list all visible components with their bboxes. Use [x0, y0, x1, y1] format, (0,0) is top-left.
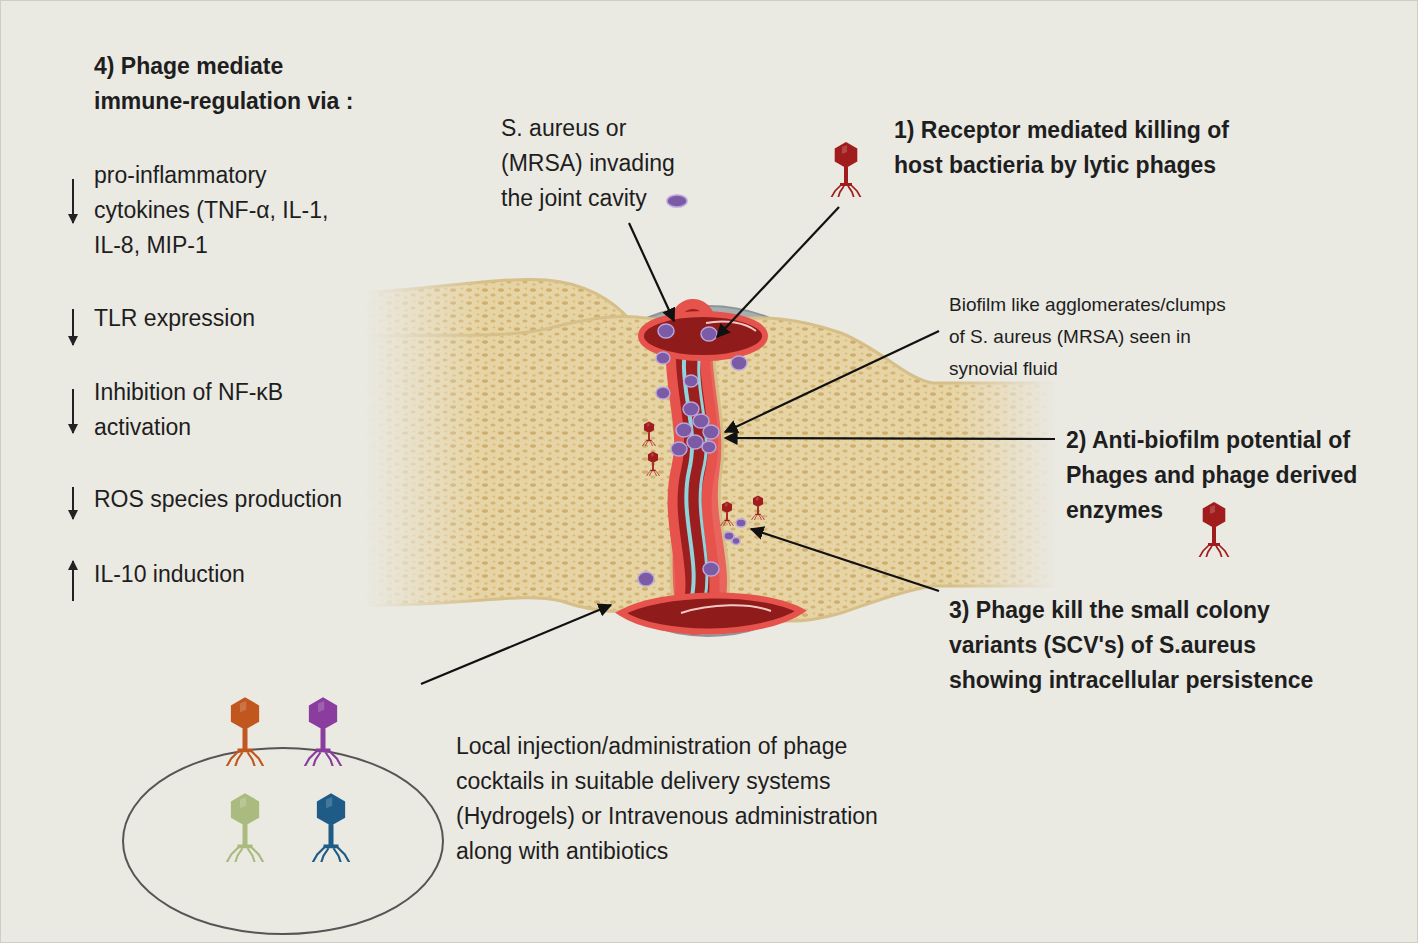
- illustration-part: [687, 435, 703, 449]
- illustration-part: [683, 402, 699, 416]
- annotation-text: S. aureus or (MRSA) invading the joint c…: [501, 111, 696, 216]
- illustration-part: [72, 179, 74, 223]
- annotation-text: pro-inflammatory cytokines (TNF-α, IL-1,…: [94, 158, 354, 263]
- cocktail-ellipse: [123, 748, 443, 934]
- illustration-part: [725, 438, 1055, 439]
- illustration-part: [676, 423, 692, 437]
- illustration-part: [72, 389, 74, 433]
- illustration-part: [658, 324, 674, 338]
- illustration-part: [421, 605, 611, 684]
- annotation-text: TLR expression: [94, 301, 394, 336]
- lytic-phage: [720, 501, 733, 526]
- cartilage-streak: [684, 331, 694, 601]
- cocktail-phage: [312, 793, 350, 863]
- illustration-part: [725, 331, 939, 432]
- callout-heading: 4) Phage mediate immune-regulation via :: [94, 49, 359, 119]
- illustration-part: [703, 562, 719, 576]
- illustration-part: [656, 387, 670, 399]
- cocktail-phage: [226, 793, 264, 863]
- lytic-phage: [831, 142, 861, 198]
- cartilage-streak: [699, 336, 707, 599]
- left-bone: [361, 280, 679, 612]
- illustration-part: [72, 309, 74, 345]
- regulation-arrows: [72, 179, 74, 601]
- annotation-text: ROS species production: [94, 482, 394, 517]
- lower-recess: [621, 595, 801, 631]
- illustration-part: [731, 356, 747, 370]
- illustration-part: [702, 441, 716, 453]
- annotation-text: Inhibition of NF-κB activation: [94, 375, 334, 445]
- lytic-phage: [646, 451, 659, 476]
- bacteria: [638, 195, 747, 586]
- illustration-part: [72, 487, 74, 519]
- illustration-part: [703, 425, 719, 439]
- callout-heading: 2) Anti-biofilm potential of Phages and …: [1066, 423, 1396, 528]
- lytic-phage: [1199, 502, 1229, 558]
- lytic-phage: [642, 421, 655, 446]
- upper-recess: [641, 314, 765, 358]
- illustration-part: [667, 195, 687, 207]
- callout-heading: 3) Phage kill the small colony variants …: [949, 593, 1344, 698]
- annotation-text: Local injection/administration of phage …: [456, 729, 906, 869]
- lytic-phage: [751, 495, 764, 520]
- illustration-part: [72, 561, 74, 601]
- illustration-part: [684, 375, 698, 387]
- illustration-part: [701, 327, 717, 341]
- illustration-part: [656, 352, 670, 364]
- annotation-text: IL-10 induction: [94, 557, 394, 592]
- cocktail-phage: [304, 697, 342, 767]
- annotation-text: Biofilm like agglomerates/clumps of S. a…: [949, 289, 1237, 385]
- illustration-part: [638, 572, 654, 586]
- illustration-part: [361, 316, 679, 611]
- illustration-part: [736, 519, 746, 527]
- illustration-part: [732, 538, 740, 545]
- recess-highlight: [681, 605, 771, 613]
- illustration-part: [671, 442, 687, 456]
- illustration-part: [717, 207, 839, 337]
- callout-heading: 1) Receptor mediated killing of host bac…: [894, 113, 1254, 183]
- illustration-part: [751, 529, 939, 591]
- illustration-part: [629, 223, 674, 321]
- cocktail-phage: [226, 697, 264, 767]
